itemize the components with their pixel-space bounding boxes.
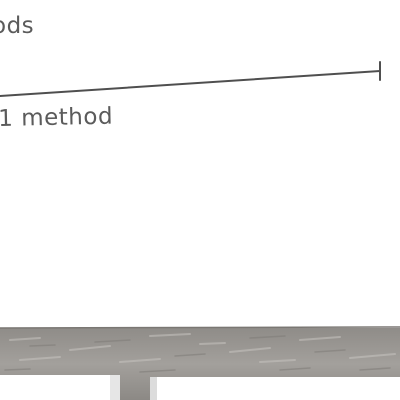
handwritten-label-method: 1 method — [0, 103, 114, 132]
bottom-panel-left — [0, 375, 110, 400]
bottom-panel-right-edge — [150, 377, 157, 400]
handwritten-label-top: ods — [0, 13, 35, 39]
bottom-panel-right — [157, 377, 400, 400]
bottom-panel-left-edge — [110, 375, 120, 400]
timeline-line — [0, 70, 381, 97]
ground-top-edge — [0, 326, 400, 329]
